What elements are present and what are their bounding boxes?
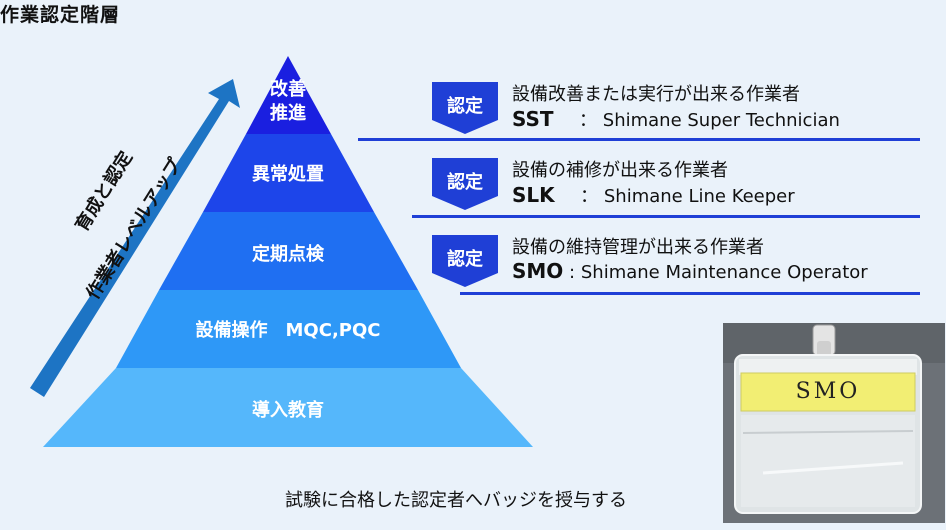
badge-label: 認定	[447, 249, 483, 270]
footer-caption: 試験に合格した認定者へバッジを授与する	[285, 490, 627, 511]
divider-2	[412, 215, 920, 218]
cert-code: SST	[512, 107, 554, 131]
divider-1	[358, 138, 920, 141]
divider-3	[460, 292, 920, 295]
tier-label-setsubi: 設備操作 MQC,PQC	[195, 320, 381, 341]
cert-code: SMO	[512, 259, 564, 283]
cert-full-name: Shimane Super Technician	[602, 110, 840, 131]
badge-photo-text: SMO	[795, 379, 861, 404]
badge-photo: SMO	[723, 323, 945, 523]
tier-label-kaizen: 改善 推進	[270, 79, 306, 124]
tier-label-dounyu: 導入教育	[252, 400, 324, 421]
cert-code: SLK	[512, 183, 555, 207]
cert-separator: ：	[579, 110, 598, 131]
cert-name-line: SMO : Shimane Maintenance Operator	[512, 259, 868, 283]
cert-separator: :	[569, 262, 576, 283]
badge-shape	[432, 82, 498, 134]
tier-dounyu	[43, 368, 533, 447]
cert-description: 設備の維持管理が出来る作業者	[512, 237, 764, 258]
tier-ijou	[203, 134, 374, 212]
badge-holder-image	[723, 323, 945, 523]
badge-shape	[432, 158, 498, 210]
badge-label: 認定	[447, 96, 483, 117]
tier-label-teiki: 定期点検	[252, 244, 324, 265]
tier-setsubi	[116, 290, 461, 368]
cert-name-line: SST ： Shimane Super Technician	[512, 106, 840, 132]
cert-name-line: SLK ： Shimane Line Keeper	[512, 182, 795, 208]
badge-shape	[432, 235, 498, 287]
badge-label: 認定	[447, 172, 483, 193]
cert-description: 設備の補修が出来る作業者	[512, 160, 728, 181]
cert-description: 設備改善または実行が出来る作業者	[512, 84, 800, 105]
cert-full-name: Shimane Line Keeper	[603, 186, 795, 207]
cert-separator: ：	[580, 186, 599, 207]
cert-full-name: Shimane Maintenance Operator	[580, 262, 868, 283]
tier-teiki	[159, 212, 418, 290]
tier-label-ijou: 異常処置	[252, 164, 324, 185]
page-title: 作業認定階層	[0, 4, 121, 26]
growth-arrow	[30, 79, 240, 397]
tier-kaizen	[246, 56, 331, 134]
